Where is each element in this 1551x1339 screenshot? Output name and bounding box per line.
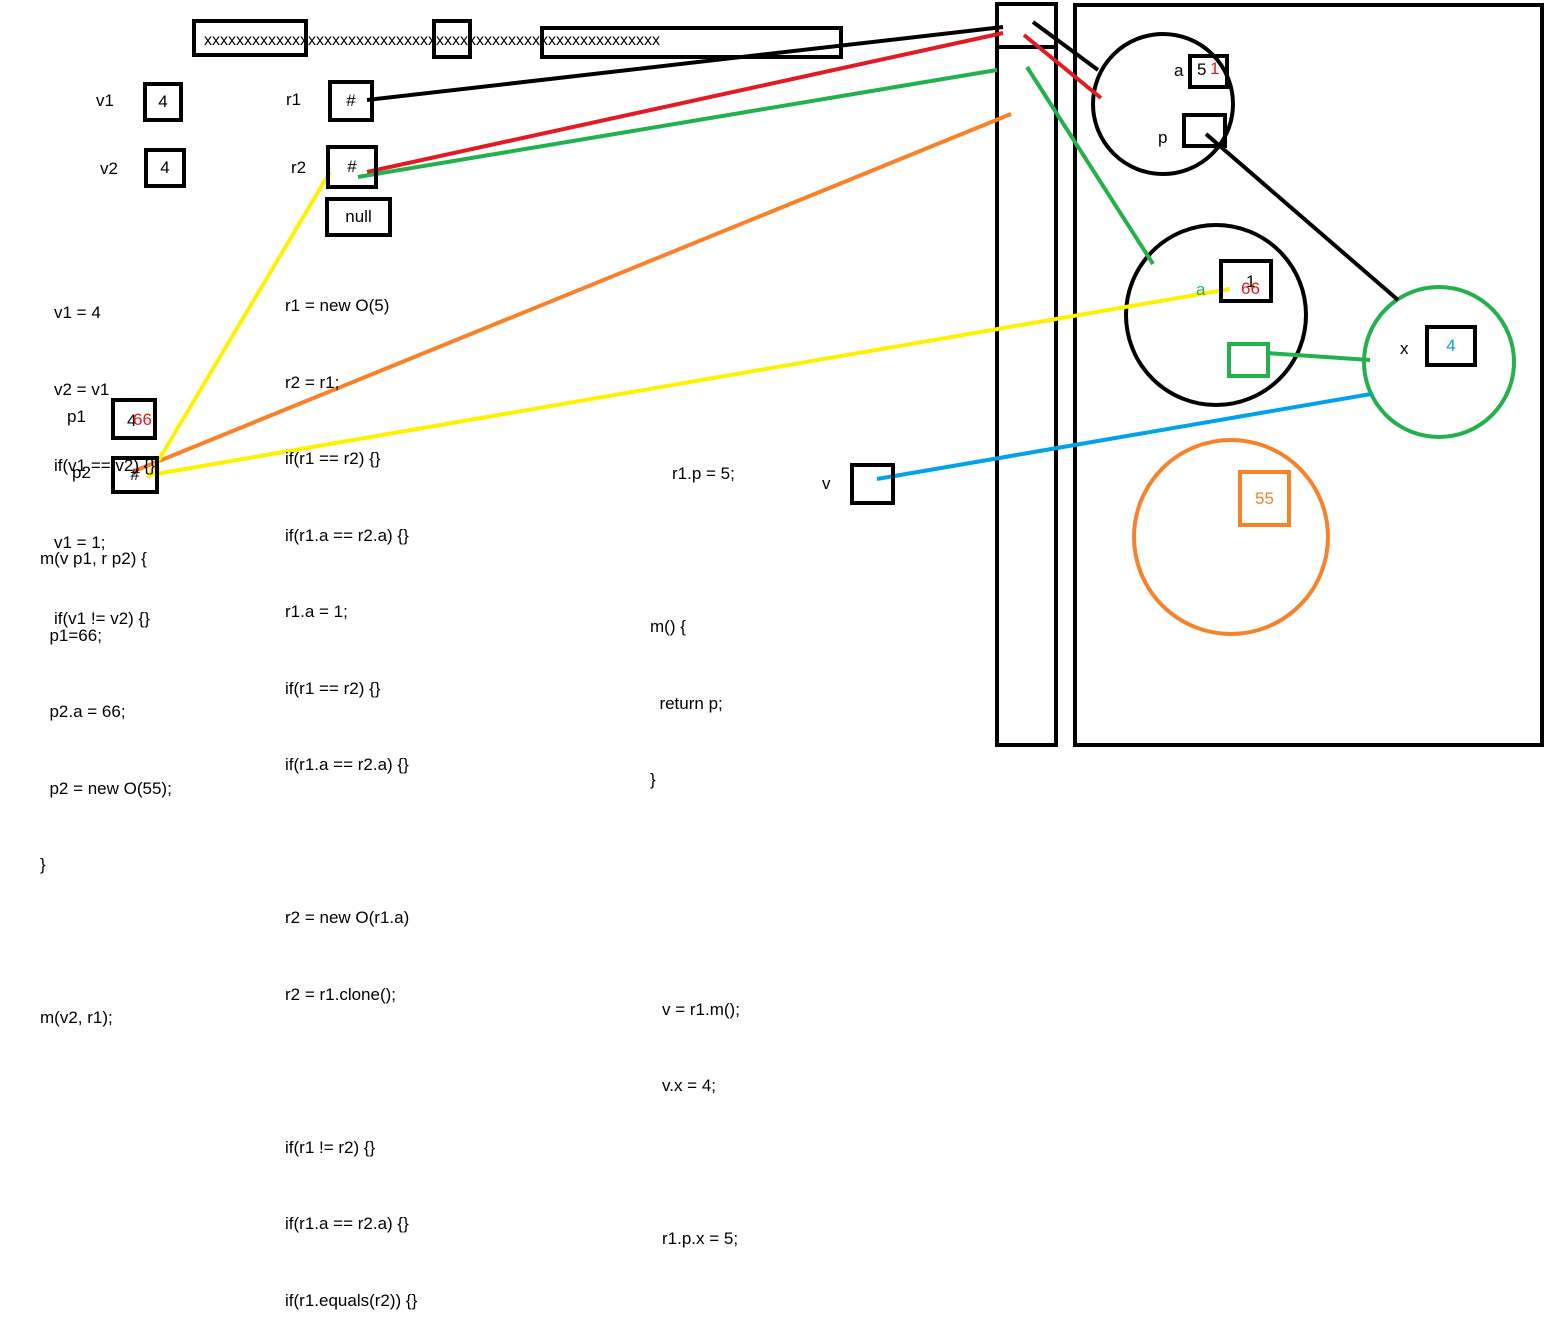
v1-box: 4 — [143, 82, 183, 122]
obj2-a-old-value: 1 — [1246, 272, 1256, 291]
top-array-text: xxxxxxxxxxxxxxxxxxxxxxxxxxxxxxxxxxxxxxxx… — [204, 32, 660, 49]
top-array-box — [540, 26, 843, 59]
obj1-a-box — [1188, 54, 1229, 89]
obj1-a-old-value: 5 — [1197, 60, 1207, 79]
code-line: if(v1 != v2) {} — [54, 609, 150, 628]
green-box-to-object3-line — [1265, 351, 1371, 362]
code-line: if(r1.a == r2.a) {} — [285, 755, 409, 774]
object1-p-reference-line — [1204, 132, 1400, 302]
obj2-a-new-value: 66 — [1241, 279, 1260, 298]
code-line: m(v2, r1); — [40, 1008, 113, 1027]
code-line: return p; — [650, 693, 723, 713]
heap-object-1 — [1091, 32, 1235, 176]
code-line — [650, 920, 740, 946]
r2-box: # — [326, 145, 378, 189]
heap-object-4 — [1132, 438, 1330, 636]
table-to-object1-line — [1031, 20, 1100, 72]
r1-reference-line — [366, 25, 1004, 102]
p2-yellow-to-r2-line — [146, 170, 332, 480]
obj1-a-label: a — [1174, 61, 1184, 80]
code-line: r2 = new O(r1.a) — [285, 908, 410, 927]
p2-box: # — [111, 456, 159, 494]
v-reference-line — [876, 392, 1372, 481]
code-line: r2 = r1.clone(); — [285, 984, 397, 1004]
code-line: m() { — [650, 617, 686, 636]
code-line: v1 = 1; — [54, 532, 106, 552]
code-line — [40, 929, 172, 955]
obj2-a-label: a — [1196, 280, 1206, 299]
code-line: p2 = new O(55); — [40, 778, 172, 798]
top-array-box — [432, 19, 472, 59]
code-line — [650, 844, 740, 870]
code-line: v.x = 4; — [662, 1076, 717, 1095]
diagram-canvas — [131, 2, 1544, 747]
heap-object-2 — [1124, 223, 1308, 407]
null-box: null — [325, 197, 392, 237]
code-line: r2 = r1; — [285, 372, 340, 392]
code-line: r1.a = 1; — [285, 602, 348, 621]
heap-area — [1073, 3, 1544, 747]
code-line: if(r1 != r2) {} — [285, 1137, 376, 1157]
p1-new-value: 66 — [133, 410, 152, 429]
reference-code-block: r1 = new O(5) r2 = r1; if(r1 == r2) {} i… — [285, 242, 417, 1339]
v-label: v — [822, 474, 831, 493]
code-line — [285, 829, 417, 855]
code-line: v = r1.m(); — [662, 999, 740, 1019]
code-line: p1=66; — [40, 625, 102, 645]
r2-label: r2 — [291, 158, 307, 177]
code-line: r1 = new O(5) — [285, 296, 390, 315]
red-slot-to-object1-line — [1022, 33, 1103, 100]
heap-object-3 — [1362, 285, 1516, 439]
code-line — [285, 1058, 417, 1084]
obj1-p-label: p — [1158, 128, 1168, 147]
v1-label: v1 — [96, 91, 114, 110]
p2-label: p2 — [72, 463, 91, 482]
code-line: r1.p = 5; — [672, 464, 735, 483]
obj3-x-box: 4 — [1425, 325, 1477, 367]
p1-box — [111, 398, 157, 440]
code-line: if(r1 == r2) {} — [285, 678, 381, 698]
primitive-code-block: v1 = 4 v2 = v1 if(v1 == v2) {} v1 = 1; i… — [54, 249, 155, 657]
obj4-value-box: 55 — [1238, 470, 1291, 527]
code-line: r1.p.x = 5; — [662, 1229, 739, 1248]
code-line: if(r1.equals(r2)) {} — [285, 1290, 418, 1310]
obj3-x-label: x — [1400, 339, 1409, 358]
obj1-p-box — [1182, 113, 1227, 148]
code-line: if(r1.a == r2.a) {} — [285, 525, 409, 545]
code-line: } — [40, 855, 46, 874]
code-line — [650, 538, 740, 564]
code-line: v2 = v1 — [54, 379, 110, 399]
p1-label: p1 — [67, 407, 86, 426]
middle-code-block: r1.p = 5; m() { return p; } v = r1.m(); … — [650, 410, 740, 1277]
r2-green-reference-line — [357, 68, 998, 179]
p2-yellow-to-object2-line — [149, 287, 1231, 477]
p1-old-value: 4 — [127, 411, 137, 430]
code-line: } — [650, 770, 656, 789]
code-line: p2.a = 66; — [40, 702, 126, 721]
v-box — [850, 463, 895, 505]
green-slot-to-object2-line — [1025, 65, 1155, 266]
obj2-green-field-box — [1227, 342, 1270, 378]
method-code-block: m(v p1, r p2) { p1=66; p2.a = 66; p2 = n… — [40, 495, 172, 1056]
r1-box: # — [328, 80, 374, 122]
code-line: m(v p1, r p2) { — [40, 549, 147, 568]
obj2-a-box — [1219, 259, 1273, 303]
v2-label: v2 — [100, 159, 118, 178]
v2-box: 4 — [144, 148, 186, 188]
obj1-a-new-value: 1 — [1210, 59, 1220, 78]
r2-red-reference-line — [366, 31, 1004, 174]
code-line: v1 = 4 — [54, 303, 101, 322]
code-line: if(r1.a == r2.a) {} — [285, 1214, 409, 1233]
code-line — [650, 1150, 740, 1176]
p2-orange-reference-line — [131, 112, 1012, 474]
code-line: if(r1 == r2) {} — [285, 449, 381, 468]
r1-label: r1 — [286, 90, 302, 109]
top-array-box — [192, 19, 308, 57]
table-column — [995, 2, 1058, 747]
code-line: if(v1 == v2) {} — [54, 456, 156, 475]
